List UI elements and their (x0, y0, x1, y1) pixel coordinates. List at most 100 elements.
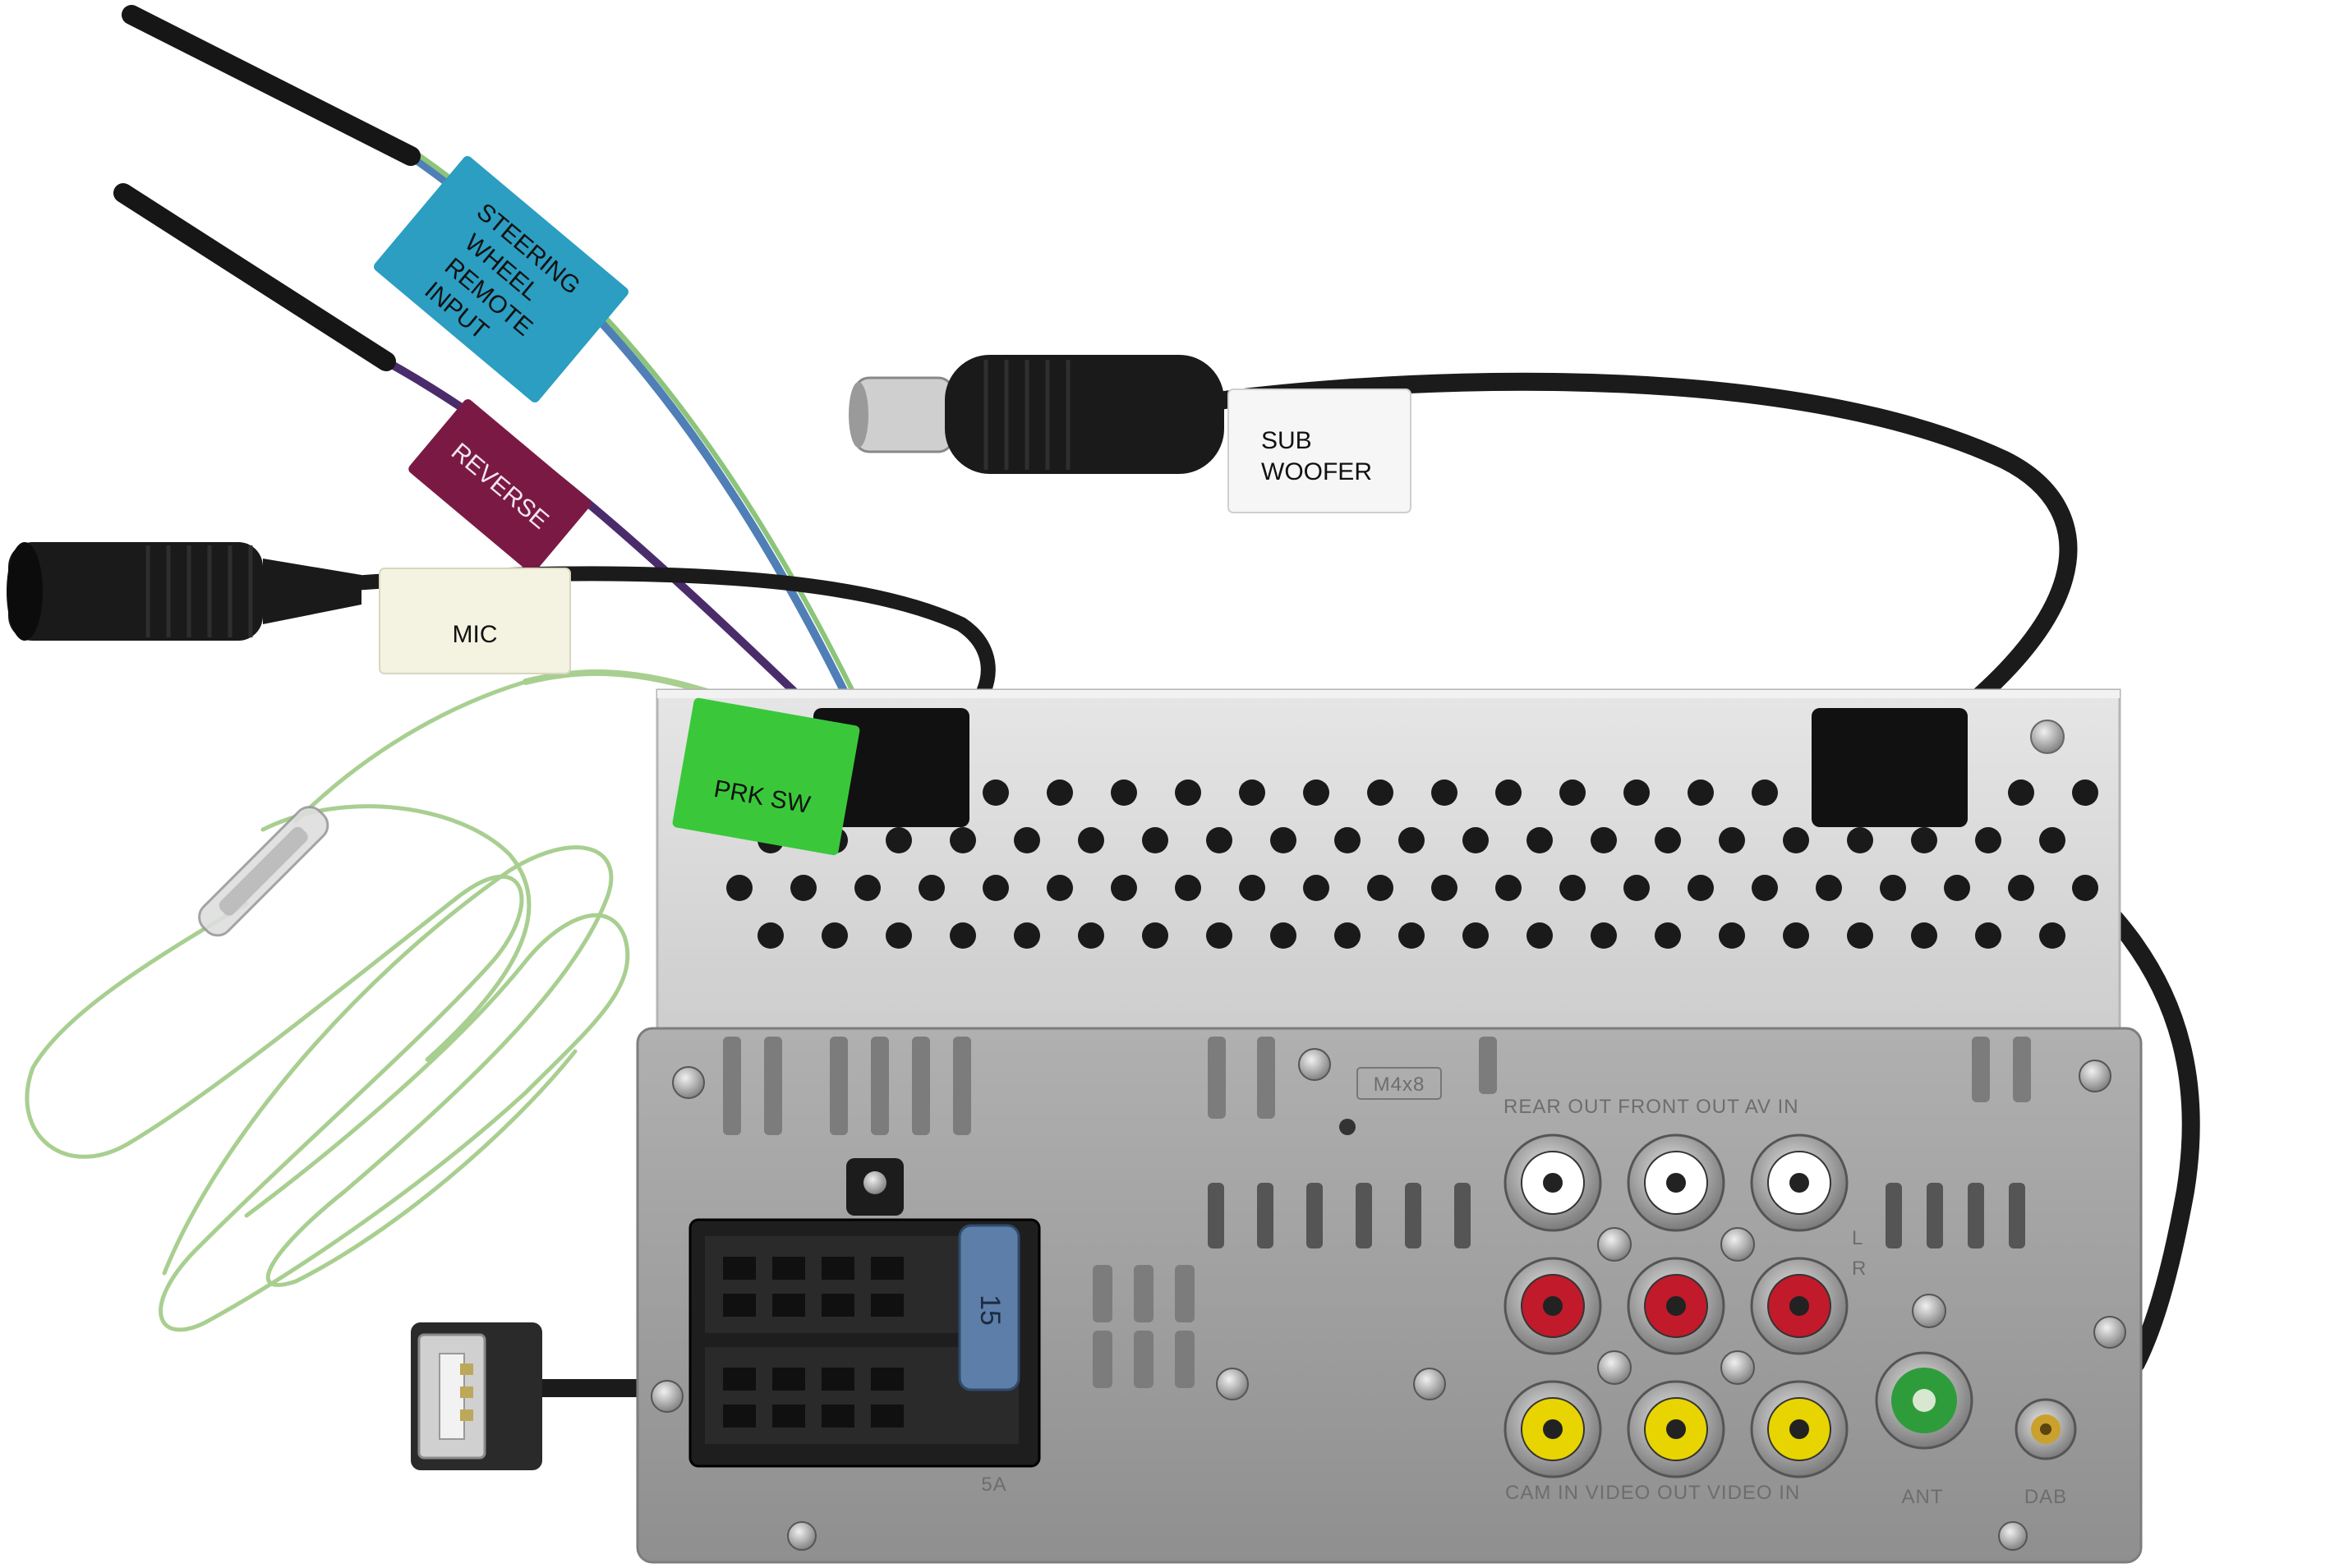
vent-hole (1175, 779, 1201, 806)
antenna-jack[interactable] (1875, 1351, 1973, 1450)
panel-hole (1339, 1119, 1356, 1135)
rca-jack[interactable] (1627, 1257, 1725, 1355)
green-antenna-wire (25, 679, 630, 1332)
vent-hole (1688, 875, 1714, 901)
vent-hole (2039, 827, 2065, 853)
vent-hole (1783, 922, 1809, 949)
vent-hole (1206, 827, 1232, 853)
vent-hole (1111, 875, 1137, 901)
subwoofer-plug[interactable] (849, 355, 1224, 474)
rib (871, 1037, 889, 1135)
rib (1257, 1037, 1275, 1119)
vent-hole (1495, 779, 1522, 806)
rib (1972, 1037, 1990, 1102)
video-row-marking: CAM IN VIDEO OUT VIDEO IN (1505, 1482, 1800, 1504)
vent-hole (1239, 875, 1265, 901)
mic-tag: MIC (379, 568, 571, 674)
panel-screw (1413, 1368, 1446, 1400)
vent-hole (726, 875, 753, 901)
vent-slot (2009, 1183, 2025, 1248)
vent-hole (1688, 779, 1714, 806)
rca-screw (1597, 1227, 1632, 1262)
panel-screw (1912, 1294, 1946, 1328)
vent-hole (1078, 827, 1104, 853)
vent-hole (1270, 922, 1296, 949)
iso-connector[interactable]: 15 (688, 1158, 1041, 1468)
vent-hole (1911, 922, 1937, 949)
panel-screw (1298, 1048, 1331, 1081)
dab-jack[interactable] (2015, 1398, 2077, 1460)
vent-slot (1306, 1183, 1323, 1248)
vent-slot (1208, 1183, 1224, 1248)
rca-jack[interactable] (1750, 1133, 1849, 1232)
panel-screw (672, 1066, 705, 1099)
vent-hole (1014, 922, 1040, 949)
vent-hole (983, 875, 1009, 901)
rib (830, 1037, 848, 1135)
vent-hole (1270, 827, 1296, 853)
vent-hole (1334, 922, 1361, 949)
vent-hole (886, 922, 912, 949)
vent-hole (1398, 922, 1425, 949)
vent-hole (950, 827, 976, 853)
vent-hole (1367, 779, 1393, 806)
rca-screw (1720, 1350, 1755, 1385)
rca-jack[interactable] (1503, 1133, 1602, 1232)
rib (723, 1037, 741, 1135)
vent-hole (1655, 827, 1681, 853)
vent-hole (1206, 922, 1232, 949)
steering-wheel-tag: STEERING WHEEL REMOTE INPUT (374, 155, 629, 403)
vent-slot (1454, 1183, 1471, 1248)
vent-hole (1047, 779, 1073, 806)
vent-hole (2008, 875, 2034, 901)
chassis-screw (2030, 720, 2065, 754)
vent-hole (1303, 875, 1329, 901)
rca-jack[interactable] (1627, 1380, 1725, 1478)
vent-hole (1495, 875, 1522, 901)
rca-jack[interactable] (1503, 1257, 1602, 1355)
rib (1093, 1331, 1112, 1388)
vent-hole (1623, 875, 1650, 901)
vent-hole (1975, 922, 2001, 949)
vent-hole (1816, 875, 1842, 901)
vent-hole (1591, 827, 1617, 853)
rca-jack[interactable] (1750, 1257, 1849, 1355)
ventilation-holes (726, 779, 2098, 949)
vent-hole (1175, 875, 1201, 901)
subwoofer-label-line1: SUB (1261, 427, 1312, 454)
fuse-value: 15 (974, 1294, 1006, 1326)
metal-chassis (656, 688, 2121, 1037)
mic-label: MIC (453, 621, 498, 648)
mic-plug[interactable] (7, 542, 361, 641)
vent-hole (854, 875, 881, 901)
vent-hole (2072, 779, 2098, 806)
usb-connector[interactable] (411, 1322, 542, 1470)
panel-screw (1998, 1521, 2028, 1551)
vent-hole (1334, 827, 1361, 853)
parking-switch-tag: PRK SW (672, 697, 860, 856)
panel-screw (2093, 1316, 2126, 1349)
vent-hole (1014, 827, 1040, 853)
vent-hole (1462, 922, 1489, 949)
vent-hole (1719, 922, 1745, 949)
vent-hole (2008, 779, 2034, 806)
vent-hole (1078, 922, 1104, 949)
vent-hole (2072, 875, 2098, 901)
rib (2013, 1037, 2031, 1102)
rib (1134, 1331, 1153, 1388)
fuse[interactable] (958, 1224, 1020, 1391)
vent-hole (1462, 827, 1489, 853)
panel-screw (787, 1521, 817, 1551)
vent-hole (1142, 827, 1168, 853)
rib (912, 1037, 930, 1135)
vent-slot (1356, 1183, 1372, 1248)
model-marking: M4x8 (1374, 1074, 1425, 1096)
vent-hole (790, 875, 817, 901)
green-wire-connector[interactable] (193, 801, 334, 941)
rca-jack[interactable] (1627, 1133, 1725, 1232)
panel-screw (1216, 1368, 1249, 1400)
vent-hole (886, 827, 912, 853)
rca-jack[interactable] (1503, 1380, 1602, 1478)
vent-hole (1303, 779, 1329, 806)
rca-jack[interactable] (1750, 1380, 1849, 1478)
